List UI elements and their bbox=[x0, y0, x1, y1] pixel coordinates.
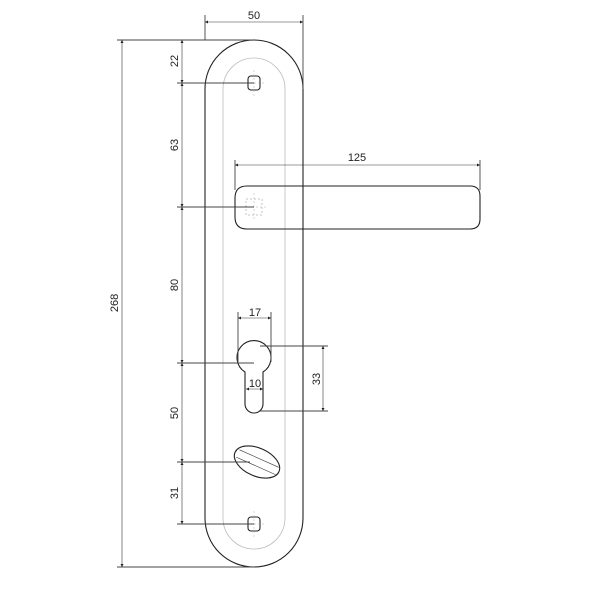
cylinder-hole bbox=[236, 340, 272, 414]
dim-lever-length: 125 bbox=[348, 152, 366, 164]
dim-cylinder-slot-width: 10 bbox=[249, 378, 261, 390]
dim-top-to-screw: 22 bbox=[169, 55, 181, 67]
thumb-turn-icon bbox=[233, 445, 281, 479]
lever-handle bbox=[234, 185, 481, 230]
backplate-inner-outline bbox=[222, 57, 286, 550]
dim-cylinder-head-width: 17 bbox=[249, 307, 261, 319]
dim-turn-to-screw: 31 bbox=[169, 487, 181, 499]
backplate-outline bbox=[204, 39, 304, 568]
dim-plate-width: 50 bbox=[248, 10, 260, 22]
dim-lever-to-cylinder: 80 bbox=[169, 279, 181, 291]
dim-cylinder-height: 33 bbox=[311, 373, 323, 385]
dim-total-height: 268 bbox=[109, 294, 121, 312]
dim-screw-to-lever: 63 bbox=[169, 139, 181, 151]
dim-cylinder-to-turn: 50 bbox=[169, 407, 181, 419]
